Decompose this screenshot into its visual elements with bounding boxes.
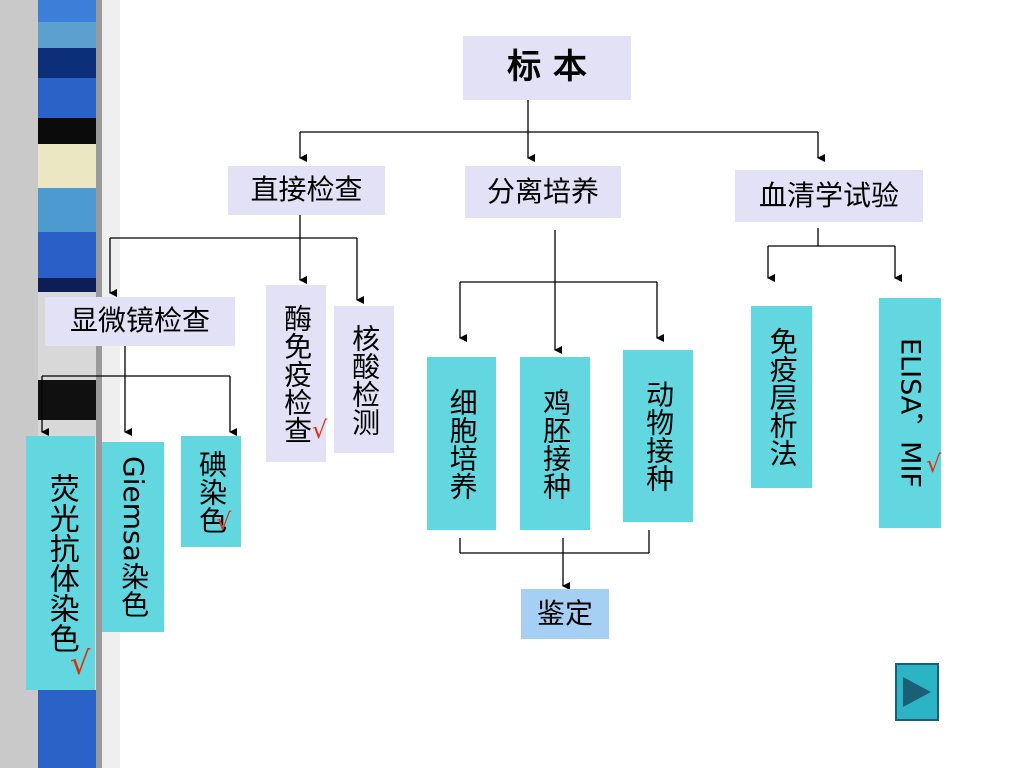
- immunochromatography-box: 免疫层析法: [751, 306, 812, 488]
- root-label: 标 本: [507, 47, 587, 88]
- immunochromatography-label: 免疫层析法: [765, 327, 799, 467]
- animal-inoculation-box: 动物接种: [623, 350, 693, 522]
- identification-box: 鉴定: [521, 589, 609, 639]
- animal-inoculation-label: 动物接种: [642, 380, 676, 492]
- cell-culture-box: 细胞培养: [427, 357, 496, 530]
- embryo-inoculation-label: 鸡胚接种: [539, 387, 573, 500]
- nucleic-acid-test-box: 核酸检测: [334, 306, 394, 453]
- nucleic-acid-test-label: 核酸检测: [348, 323, 382, 436]
- direct-exam-label: 直接检查: [250, 173, 363, 207]
- check-mark-iodine: √: [216, 508, 232, 536]
- embryo-inoculation-box: 鸡胚接种: [520, 357, 590, 530]
- giemsa-stain-label: Giemsa染色: [117, 456, 151, 618]
- serology-test-box: 血清学试验: [735, 170, 923, 222]
- iodine-stain-label: 碘染色: [195, 449, 229, 534]
- enzyme-immunoassay-label: 酶免疫检查: [280, 303, 314, 444]
- giemsa-stain-box: Giemsa染色: [102, 442, 164, 632]
- elisa-mif-box: ELISA，MIF: [879, 298, 941, 528]
- fluorescent-antibody-label: 荧光抗体染色: [43, 473, 79, 653]
- elisa-mif-label: ELISA，MIF: [894, 338, 926, 488]
- microscopy-box: 显微镜检查: [45, 297, 235, 346]
- isolation-culture-box: 分离培养: [465, 166, 621, 218]
- microscopy-label: 显微镜检查: [69, 304, 210, 338]
- next-slide-button[interactable]: [895, 663, 939, 721]
- isolation-culture-label: 分离培养: [486, 174, 599, 208]
- identification-label: 鉴定: [536, 596, 593, 630]
- root-specimen-box: 标 本: [463, 36, 631, 100]
- fluorescent-antibody-box: 荧光抗体染色: [26, 436, 95, 690]
- iodine-stain-box: 碘染色: [181, 436, 241, 547]
- direct-exam-box: 直接检查: [228, 166, 385, 215]
- check-mark-elisa: √: [926, 450, 942, 478]
- check-mark-enzyme: √: [312, 416, 328, 444]
- check-mark-fluorescent: √: [70, 644, 91, 682]
- cell-culture-label: 细胞培养: [445, 387, 479, 500]
- serology-test-label: 血清学试验: [758, 178, 899, 212]
- enzyme-immunoassay-box: 酶免疫检查: [266, 285, 326, 462]
- play-triangle-icon: [903, 677, 931, 707]
